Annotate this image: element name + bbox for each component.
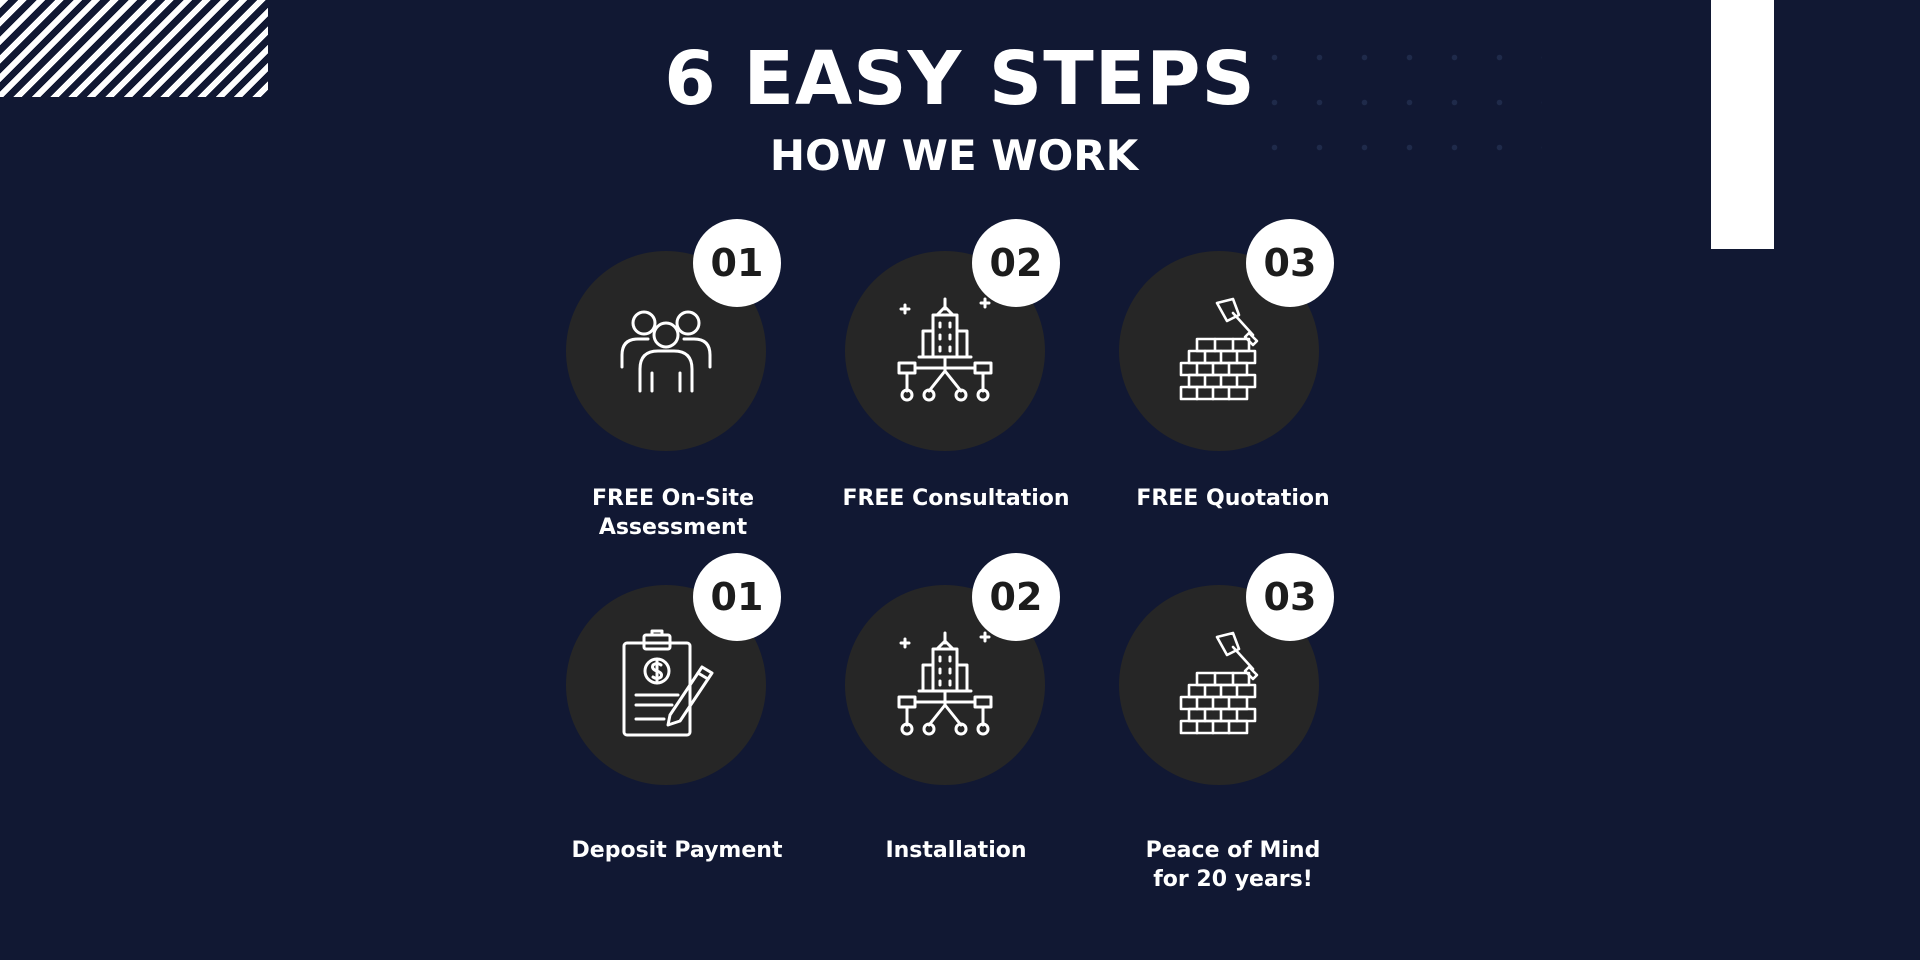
step-5: 02 xyxy=(845,553,1060,785)
building-network-icon xyxy=(885,625,1005,745)
building-network-icon xyxy=(885,291,1005,411)
step-number-badge: 03 xyxy=(1246,219,1334,307)
step-number-badge: 03 xyxy=(1246,553,1334,641)
brick-wall-trowel-icon xyxy=(1159,291,1279,411)
page-subtitle: HOW WE WORK xyxy=(769,131,1139,180)
diagonal-stripes-decoration xyxy=(0,0,268,97)
team-icon xyxy=(606,291,726,411)
step-number-badge: 02 xyxy=(972,219,1060,307)
dot-grid-decoration xyxy=(1252,35,1542,175)
step-label: FREE On-Site Assessment xyxy=(591,486,754,540)
step-2: 02 xyxy=(845,219,1060,451)
step-3: 03 xyxy=(1119,219,1334,451)
step-4: 01 xyxy=(566,553,781,785)
step-label: FREE Consultation xyxy=(842,486,1070,511)
step-label: Installation xyxy=(885,838,1027,863)
step-6: 03 xyxy=(1119,553,1334,785)
page-title: 6 EASY STEPS xyxy=(664,36,1256,122)
step-number-badge: 02 xyxy=(972,553,1060,641)
step-label: Deposit Payment xyxy=(571,838,783,863)
white-bar-decoration xyxy=(1711,0,1774,249)
step-1: 01 xyxy=(566,219,781,451)
step-label: Peace of Mind for 20 years! xyxy=(1145,838,1321,892)
step-number-badge: 01 xyxy=(693,553,781,641)
step-number-badge: 01 xyxy=(693,219,781,307)
brick-wall-trowel-icon xyxy=(1159,625,1279,745)
clipboard-payment-icon xyxy=(606,625,726,745)
step-label: FREE Quotation xyxy=(1136,486,1330,511)
